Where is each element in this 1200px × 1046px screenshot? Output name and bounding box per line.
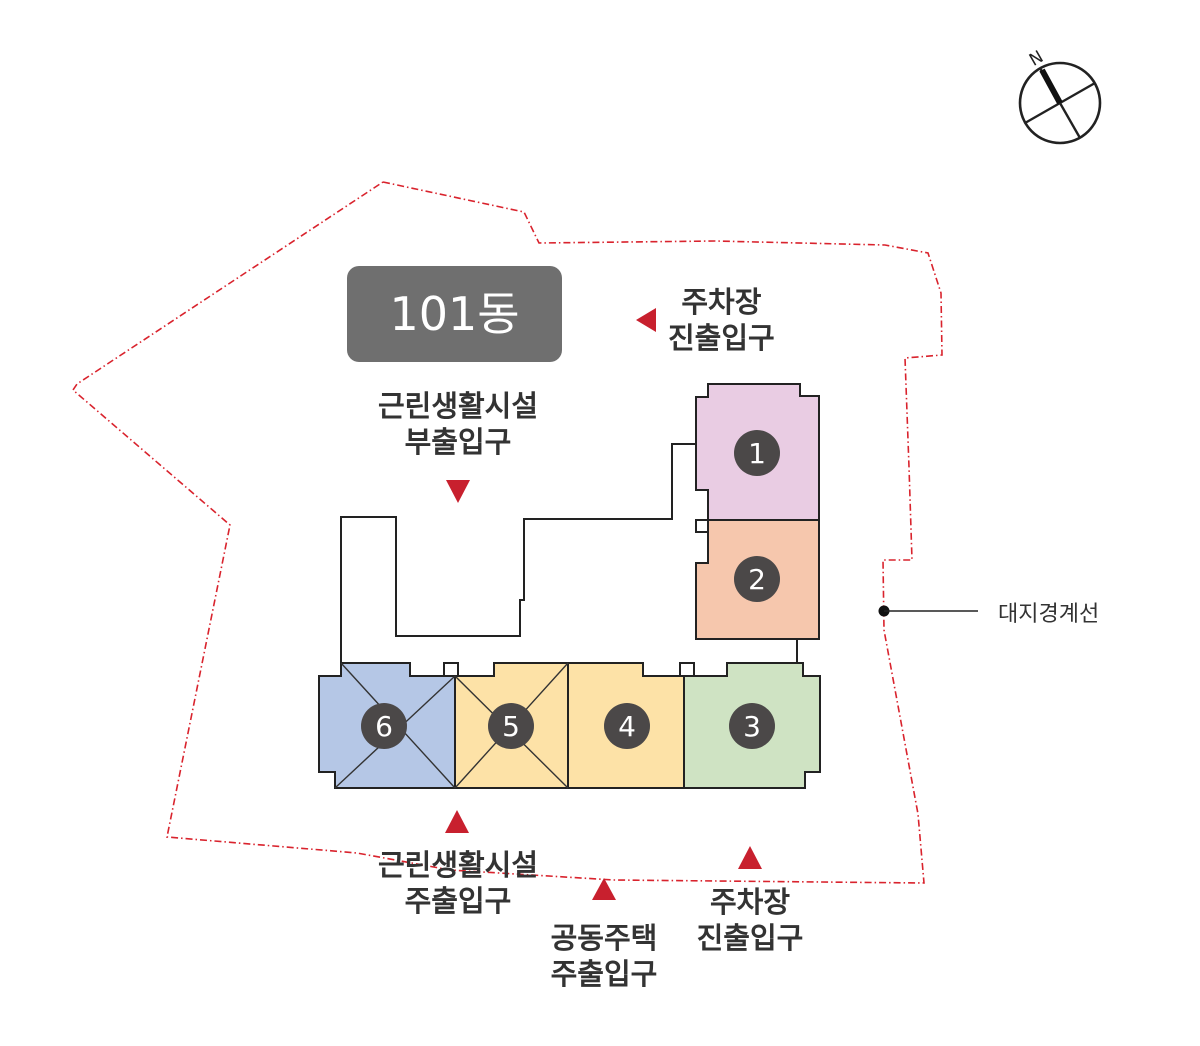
unit-notch xyxy=(695,519,709,533)
core-box xyxy=(443,662,459,677)
unit-badge-6: 6 xyxy=(361,703,407,749)
entrance-label-line: 진출입구 xyxy=(668,321,775,355)
podium-outline xyxy=(340,443,697,663)
unit-number: 6 xyxy=(375,710,393,743)
entrance-label-parking-bottom: 주차장 진출입구 xyxy=(680,884,820,956)
site-boundary-line xyxy=(71,181,943,884)
arrow-left-marker xyxy=(636,308,656,332)
boundary-legend-label: 대지경계선 xyxy=(998,602,1100,627)
unit-number: 3 xyxy=(743,710,761,743)
entrance-label-line: 공동주택 xyxy=(550,921,658,955)
core-box xyxy=(679,662,695,677)
unit-badge-1: 1 xyxy=(734,430,780,476)
entrance-label-housing-main: 공동주택 주출입구 xyxy=(534,920,674,992)
entrance-label-line: 주출입구 xyxy=(404,884,512,918)
entrance-label-line: 주출입구 xyxy=(550,957,658,991)
arrow-down-marker xyxy=(446,480,470,503)
entrance-label-retail-main: 근린생활시설 주출입구 xyxy=(368,847,548,919)
unit-badge-5: 5 xyxy=(488,703,534,749)
entrance-label-parking-top: 주차장 진출입구 xyxy=(668,284,775,356)
unit-number: 2 xyxy=(748,563,766,596)
entrance-label-line: 근린생활시설 xyxy=(377,848,539,882)
unit-number: 4 xyxy=(618,710,636,743)
unit-number: 1 xyxy=(748,437,766,470)
entrance-label-line: 부출입구 xyxy=(404,425,512,459)
unit-badge-2: 2 xyxy=(734,556,780,602)
unit-badge-4: 4 xyxy=(604,703,650,749)
unit-badge-3: 3 xyxy=(729,703,775,749)
arrow-up-marker xyxy=(445,810,469,833)
entrance-label-retail-side: 근린생활시설 부출입구 xyxy=(368,388,548,460)
arrow-up-marker xyxy=(592,878,616,900)
entrance-label-line: 주차장 xyxy=(681,285,762,319)
entrance-label-line: 진출입구 xyxy=(696,921,804,955)
entrance-label-line: 주차장 xyxy=(709,885,791,919)
unit-number: 5 xyxy=(502,710,520,743)
entrance-label-line: 근린생활시설 xyxy=(377,389,539,423)
compass-icon: N xyxy=(1018,47,1102,145)
arrow-up-marker xyxy=(738,846,762,869)
building-name-badge: 101동 xyxy=(347,266,562,362)
